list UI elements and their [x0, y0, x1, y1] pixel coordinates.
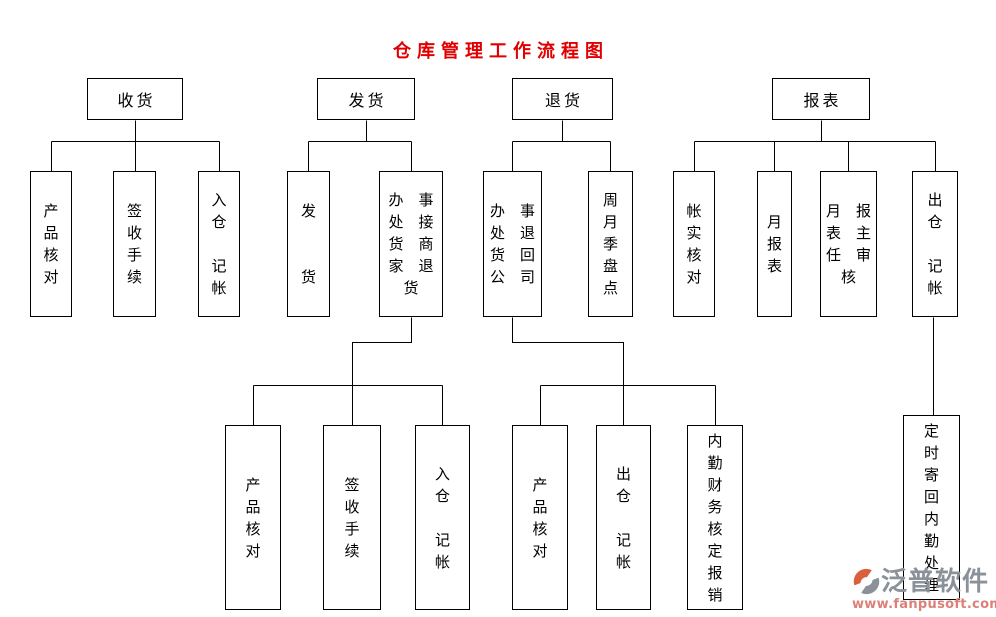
node-shipping-sub-sign-procedure: 签 收 手 续: [323, 425, 381, 610]
node-reports: 报表: [772, 78, 870, 120]
node-reports-outbound-bookkeeping: 出 仓 记 帐: [912, 171, 958, 317]
diagram-title: 仓库管理工作流程图: [393, 41, 609, 62]
node-receiving-product-check: 产 品 核 对: [30, 171, 72, 317]
watermark-url-text: www.fanpusoft.com: [852, 597, 996, 612]
node-reports-sub-mail-back-processing: 定 时 寄 回 内 勤 处 理: [903, 415, 960, 600]
watermark: 泛普软件 www.fanpusoft.com: [852, 567, 996, 613]
node-shipping-sub-inbound-bookkeeping: 入 仓 记 帐: [415, 425, 470, 610]
fanpu-logo-icon: [853, 568, 880, 595]
node-returns-office-returns-goods-to-company: 办 事 处 退 货 回 公 司: [483, 171, 542, 317]
node-receiving: 收货: [87, 78, 183, 120]
node-reports-director-review: 月 报 表 主 任 审 核: [820, 171, 877, 317]
node-returns-sub-backoffice-finance-approval: 内 勤 财 务 核 定 报 销: [687, 425, 743, 610]
connector-shipping-children: [308, 120, 412, 172]
node-receiving-inbound-bookkeeping: 入 仓 记 帐: [198, 171, 240, 317]
connector-reports-children: [694, 120, 936, 172]
node-returns-periodic-stocktake: 周 月 季 盘 点: [588, 171, 633, 317]
connector-shipping-grandchildren: [253, 317, 443, 426]
node-shipping-office-receives-merchant-returns: 办 事 处 接 货 商 家 退 货: [379, 171, 443, 317]
node-shipping: 发货: [317, 78, 415, 120]
node-returns-sub-outbound-bookkeeping: 出 仓 记 帐: [596, 425, 651, 610]
node-returns-sub-product-check: 产 品 核 对: [512, 425, 568, 610]
node-receiving-sign-procedure: 签 收 手 续: [113, 171, 156, 317]
node-reports-account-reconciliation: 帐 实 核 对: [673, 171, 715, 317]
node-returns: 退货: [512, 78, 613, 120]
node-shipping-sub-product-check: 产 品 核 对: [225, 425, 281, 610]
watermark-brand-text: 泛普软件: [881, 566, 990, 597]
connector-returns-grandchildren: [512, 317, 716, 426]
connector-receiving-children: [51, 120, 220, 172]
watermark-brand-row: 泛普软件: [852, 567, 996, 596]
connector-returns-children: [512, 120, 611, 172]
node-reports-monthly-report: 月 报 表: [757, 171, 792, 317]
node-shipping-dispatch: 发 货: [287, 171, 330, 317]
